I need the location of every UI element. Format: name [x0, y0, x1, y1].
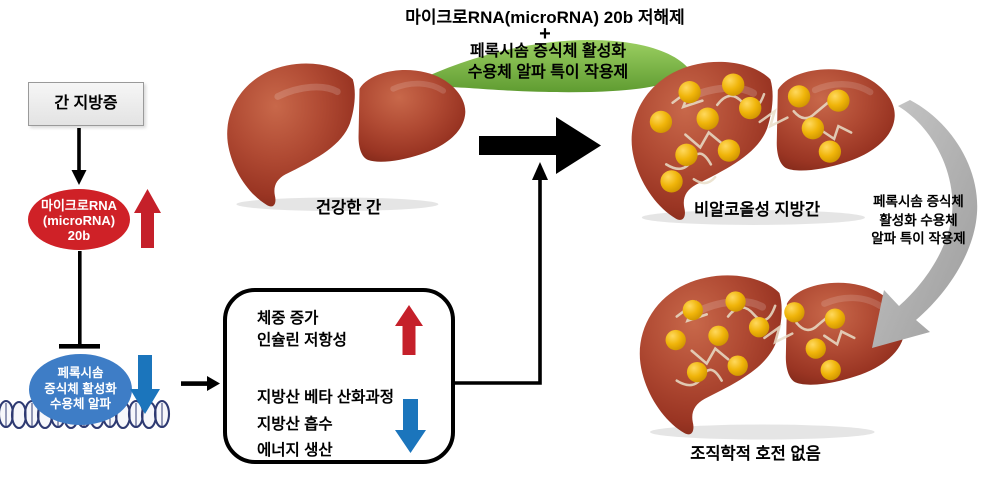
up-arrow-icon-red: [134, 189, 161, 248]
gray-curved-arrow-icon: [872, 100, 978, 348]
agonist-label-line1: 페록시솜 증식체: [873, 194, 964, 209]
down-arrow-icon: [71, 128, 87, 185]
effect-line: 체중 증가: [257, 310, 319, 327]
effects-up-group: 체중 증가 인슐린 저항성: [257, 308, 347, 352]
agonist-label-line2: 활성화 수용체: [879, 212, 958, 228]
effects-down-group: 지방산 베타 산화과정 지방산 흡수 에너지 생산: [257, 385, 394, 465]
mirna-line3: 20b: [67, 228, 91, 243]
green-arrow-label-line2: 수용체 알파 특이 작용제: [467, 64, 629, 81]
green-arrow-label: 페록시솜 증식체 활성화 수용체 알파 특이 작용제: [430, 41, 666, 83]
plus-sign: +: [539, 23, 551, 45]
elbow-connector-arrow: [455, 162, 548, 385]
inhibitor-title: 마이크로RNA(microRNA) 20b 저해제: [405, 8, 685, 27]
ppar-line3: 수용체 알파: [50, 397, 111, 411]
ppar-line2: 증식체 활성화: [44, 381, 117, 396]
steatosis-box: 간 지방증: [28, 82, 144, 126]
effect-line: 에너지 생산: [257, 442, 333, 459]
right-arrow-icon: [181, 376, 220, 391]
down-arrow-icon-blue: [395, 399, 426, 453]
fatty-liver-label: 비알코올성 지방간: [693, 201, 821, 219]
ppar-line1: 페록시솜: [57, 366, 104, 380]
inhibition-tbar-icon: [59, 251, 100, 349]
effects-box: 체중 증가 인슐린 저항성 지방산 베타 산화과정 지방산 흡수 에너지 생산: [223, 288, 455, 464]
result-liver-label: 조직학적 호전 없음: [690, 445, 821, 463]
mirna-line2: (microRNA): [42, 213, 116, 228]
effect-line: 지방산 베타 산화과정: [257, 389, 394, 406]
effect-line: 지방산 흡수: [257, 415, 333, 433]
effect-line: 인슐린 저항성: [257, 332, 347, 349]
big-right-arrow-icon: [479, 117, 601, 174]
agonist-label-line3: 알파 특이 작용제: [871, 231, 966, 246]
agonist-label: 페록시솜 증식체 활성화 수용체 알파 특이 작용제: [846, 193, 991, 249]
green-arrow-label-line1: 페록시솜 증식체 활성화: [469, 43, 627, 60]
ppar-oval: 페록시솜 증식체 활성화 수용체 알파: [29, 354, 132, 425]
green-treatment-arrow-icon: [415, 40, 689, 93]
healthy-liver-label: 건강한 간: [315, 199, 382, 217]
result-liver-illustration: [634, 264, 912, 446]
up-arrow-icon-red: [395, 305, 423, 355]
mirna-line1: 마이크로RNA: [40, 198, 117, 213]
down-arrow-icon-blue: [130, 355, 160, 414]
fatty-liver-illustration: [618, 56, 910, 226]
mirna-oval: 마이크로RNA (microRNA) 20b: [28, 189, 130, 250]
